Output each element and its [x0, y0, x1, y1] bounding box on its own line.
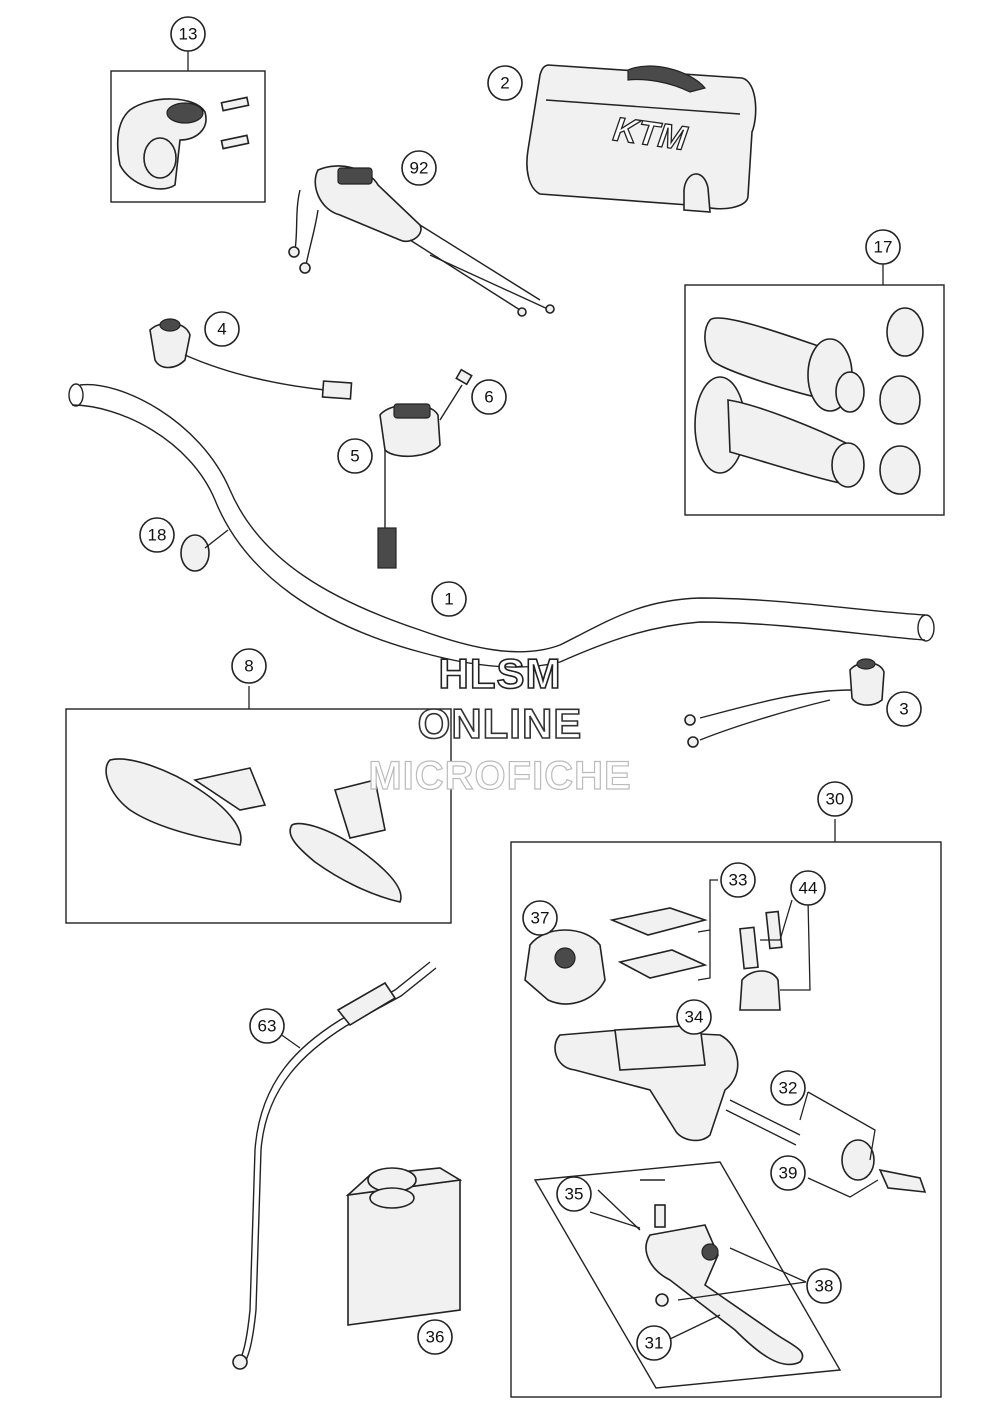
callout-36-label: 36: [426, 1328, 445, 1347]
callout-30: 30: [817, 781, 853, 817]
callout-18: 18: [139, 517, 175, 553]
brake-hose: [232, 961, 437, 1370]
callout-31-label: 31: [645, 1334, 664, 1353]
brake-master-cylinder: [554, 1024, 739, 1142]
callout-2-label: 2: [500, 74, 509, 93]
callout-5-label: 5: [350, 447, 359, 466]
callout-37-label: 37: [531, 909, 550, 928]
callout-92: 92: [401, 150, 437, 186]
callout-92-label: 92: [410, 159, 429, 178]
callout-6-label: 6: [484, 388, 493, 407]
callout-3: 3: [886, 691, 922, 727]
callout-32-label: 32: [779, 1079, 798, 1098]
callout-4: 4: [204, 311, 240, 347]
callout-44-label: 44: [799, 879, 818, 898]
group-box-8: [65, 708, 452, 924]
hot-start-switch: [684, 658, 885, 748]
watermark-line-1: HLSM: [438, 649, 562, 698]
callout-17: 17: [865, 229, 901, 265]
callout-38: 38: [806, 1268, 842, 1304]
handguards-set: [105, 758, 402, 903]
lever-clamp-bracket: [524, 929, 606, 1005]
handlebar-clamp: [739, 910, 783, 1011]
brake-lever: [597, 1179, 804, 1366]
watermark-line-2: ONLINE: [417, 699, 583, 748]
callout-32: 32: [770, 1070, 806, 1106]
group-box-30: [510, 841, 942, 1398]
kill-switch-wire: [149, 318, 353, 400]
callout-13: 13: [170, 16, 206, 52]
callout-30-label: 30: [826, 790, 845, 809]
callout-39: 39: [770, 1155, 806, 1191]
callout-63: 63: [249, 1008, 285, 1044]
watermark-line-3: MICROFICHE: [368, 753, 632, 798]
handlebar-pad: KTM: [526, 64, 757, 213]
callout-33: 33: [720, 862, 756, 898]
callout-4-label: 4: [217, 320, 226, 339]
callout-13-label: 13: [179, 25, 198, 44]
reservoir-cover: [609, 907, 708, 979]
cable-tie: [180, 529, 229, 572]
callout-63-label: 63: [258, 1017, 277, 1036]
callout-1-label: 1: [444, 590, 453, 609]
handlebar: [68, 383, 935, 668]
grips-set: [694, 307, 924, 495]
callout-8-label: 8: [244, 657, 253, 676]
map-switch: [377, 403, 441, 569]
group-box-17: [684, 284, 945, 516]
callout-5: 5: [337, 438, 373, 474]
leader-lines: [187, 48, 884, 1340]
callout-17-label: 17: [874, 238, 893, 257]
callout-44: 44: [790, 870, 826, 906]
callout-37: 37: [522, 900, 558, 936]
callout-34: 34: [676, 999, 712, 1035]
callout-33-label: 33: [729, 871, 748, 890]
callout-8: 8: [231, 648, 267, 684]
brake-fluid-bottle: [345, 1167, 463, 1326]
callout-6: 6: [471, 379, 507, 415]
switch-screw: [439, 368, 473, 421]
throttle-assembly: [288, 165, 555, 317]
callout-2: 2: [487, 65, 523, 101]
callout-36: 36: [417, 1319, 453, 1355]
callout-31: 31: [636, 1325, 672, 1361]
callout-3-label: 3: [899, 700, 908, 719]
lever-subgroup-outline: [533, 1161, 842, 1389]
callout-39-label: 39: [779, 1164, 798, 1183]
callout-35: 35: [556, 1176, 592, 1212]
callout-18-label: 18: [148, 526, 167, 545]
clamp-assembly: [116, 96, 250, 190]
callout-1: 1: [431, 581, 467, 617]
callout-35-label: 35: [565, 1185, 584, 1204]
callout-38-label: 38: [815, 1277, 834, 1296]
adjuster-piston: [725, 1099, 927, 1193]
callout-34-label: 34: [685, 1008, 704, 1027]
